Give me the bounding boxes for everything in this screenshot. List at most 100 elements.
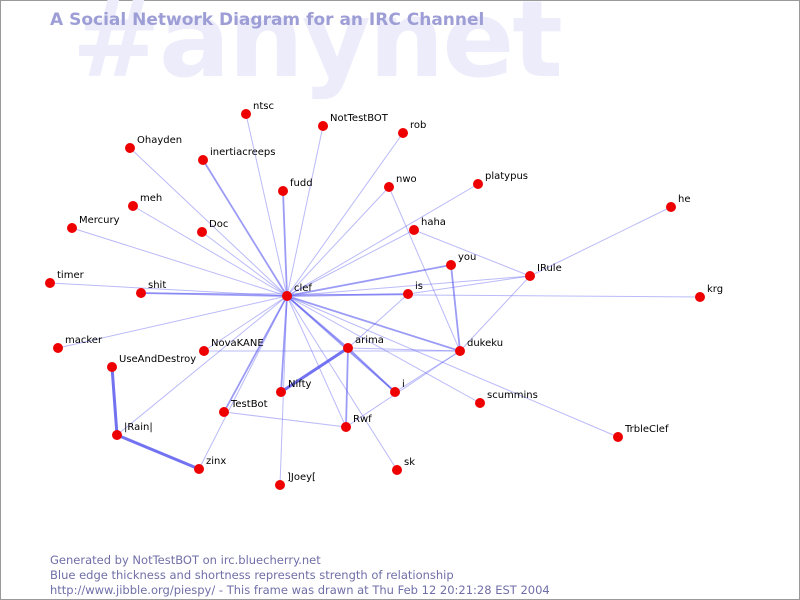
node-label: shit — [148, 280, 166, 291]
edge-clef-scummins — [286, 295, 481, 404]
edge-clef-Doc — [201, 231, 288, 297]
node-label: dukeku — [467, 338, 503, 349]
node-haha[interactable]: haha — [409, 217, 446, 235]
node-label: TrbleClef — [624, 424, 669, 435]
node-clef[interactable]: clef — [282, 283, 312, 301]
node-is[interactable]: is — [403, 281, 423, 299]
edge-you-dukeku — [450, 264, 461, 352]
node-label: |Rain| — [124, 422, 153, 433]
node-dot — [475, 398, 485, 408]
node-label: i — [402, 379, 405, 390]
node-i[interactable]: i — [390, 379, 405, 397]
edge-haha-IRule — [413, 229, 531, 277]
node-IRule[interactable]: IRule — [525, 263, 562, 281]
edge-clef-dukeku — [286, 295, 461, 352]
node-label: ]Joey[ — [287, 472, 316, 483]
node-timer[interactable]: timer — [45, 270, 85, 288]
diagram-title: A Social Network Diagram for an IRC Chan… — [50, 10, 485, 30]
node-Doc[interactable]: Doc — [197, 219, 228, 237]
node-NovaKANE[interactable]: NovaKANE — [199, 338, 264, 356]
node-label: nwo — [396, 174, 417, 185]
edge-clef-ntsc — [245, 113, 288, 297]
node-dot — [194, 464, 204, 474]
node-Rain[interactable]: |Rain| — [112, 422, 153, 440]
edge-IRule-he — [529, 206, 672, 277]
node-dot — [403, 289, 413, 299]
node-shit[interactable]: shit — [136, 280, 166, 298]
edge-clef-TestBot — [223, 295, 288, 413]
edge-clef-IRule — [286, 275, 531, 297]
edge-clef-shit — [140, 292, 288, 297]
node-Ohayden[interactable]: Ohayden — [125, 135, 182, 153]
node-Mercury[interactable]: Mercury — [67, 215, 120, 233]
edge-TestBot-Rwf — [223, 411, 347, 428]
node-label: Nifty — [288, 379, 312, 390]
node-label: arima — [355, 335, 384, 346]
node-NotTestBOT[interactable]: NotTestBOT — [318, 113, 389, 131]
edge-clef-Nifty — [280, 295, 288, 393]
node-Nifty[interactable]: Nifty — [276, 379, 312, 397]
footer-url-line: http://www.jibble.org/piespy/ - This fra… — [50, 583, 550, 597]
edge-clef-NotTestBOT — [286, 125, 324, 297]
node-label: Rwf — [353, 414, 372, 425]
node-label: NovaKANE — [211, 338, 264, 349]
node-Rwf[interactable]: Rwf — [341, 414, 372, 432]
node-scummins[interactable]: scummins — [475, 390, 538, 408]
node-dot — [197, 227, 207, 237]
node-label: you — [458, 252, 476, 263]
node-dukeku[interactable]: dukeku — [455, 338, 503, 356]
node-rob[interactable]: rob — [398, 120, 426, 138]
node-macker[interactable]: macker — [53, 335, 103, 353]
node-TestBot[interactable]: TestBot — [219, 399, 268, 417]
node-label: Mercury — [79, 215, 120, 226]
node-fudd[interactable]: fudd — [278, 178, 313, 196]
edge-clef-haha — [286, 229, 415, 297]
node-ntsc[interactable]: ntsc — [241, 101, 274, 119]
node-label: inertiacreeps — [210, 147, 275, 158]
node-krg[interactable]: krg — [695, 284, 723, 302]
node-label: zinx — [206, 456, 226, 467]
node-label: platypus — [485, 171, 528, 182]
edge-clef-fudd — [282, 190, 288, 297]
node-dot — [112, 430, 122, 440]
node-he[interactable]: he — [666, 194, 691, 212]
node-dot — [136, 288, 146, 298]
node-platypus[interactable]: platypus — [473, 171, 528, 189]
node-label: Doc — [209, 219, 228, 230]
edge-clef-NovaKANE — [203, 295, 288, 352]
node-TrbleClef[interactable]: TrbleClef — [613, 424, 669, 442]
edge-Rain-zinx — [116, 433, 200, 471]
node-dot — [45, 278, 55, 288]
node-zinx[interactable]: zinx — [194, 456, 226, 474]
node-UseAndDestroy[interactable]: UseAndDestroy — [107, 354, 196, 372]
edge-arima-Nifty — [280, 346, 349, 394]
node-label: TestBot — [230, 399, 268, 410]
node-arima[interactable]: arima — [343, 335, 384, 353]
edge-dukeku-Rwf — [345, 350, 461, 428]
node-sk[interactable]: sk — [392, 457, 415, 475]
node-inertiacreeps[interactable]: inertiacreeps — [198, 147, 275, 165]
edge-clef-Ohayden — [129, 147, 288, 297]
edge-dukeku-i — [394, 350, 461, 393]
node-label: sk — [404, 457, 415, 468]
node-label: he — [678, 194, 691, 205]
node-dot — [613, 432, 623, 442]
node-dot — [53, 343, 63, 353]
node-Joey[interactable]: ]Joey[ — [275, 472, 316, 490]
node-label: Ohayden — [137, 135, 182, 146]
footer: Generated by NotTestBOT on irc.bluecherr… — [50, 553, 550, 598]
node-dot — [278, 186, 288, 196]
node-dot — [666, 202, 676, 212]
node-dot — [409, 225, 419, 235]
node-you[interactable]: you — [446, 252, 476, 270]
node-dot — [390, 387, 400, 397]
edge-clef-macker — [57, 295, 288, 349]
footer-legend-line: Blue edge thickness and shortness repres… — [50, 568, 454, 582]
node-label: haha — [421, 217, 446, 228]
node-meh[interactable]: meh — [128, 193, 162, 211]
channel-watermark: #anynet — [72, 0, 563, 101]
node-label: NotTestBOT — [330, 113, 389, 124]
node-nwo[interactable]: nwo — [384, 174, 417, 192]
node-dot — [198, 155, 208, 165]
